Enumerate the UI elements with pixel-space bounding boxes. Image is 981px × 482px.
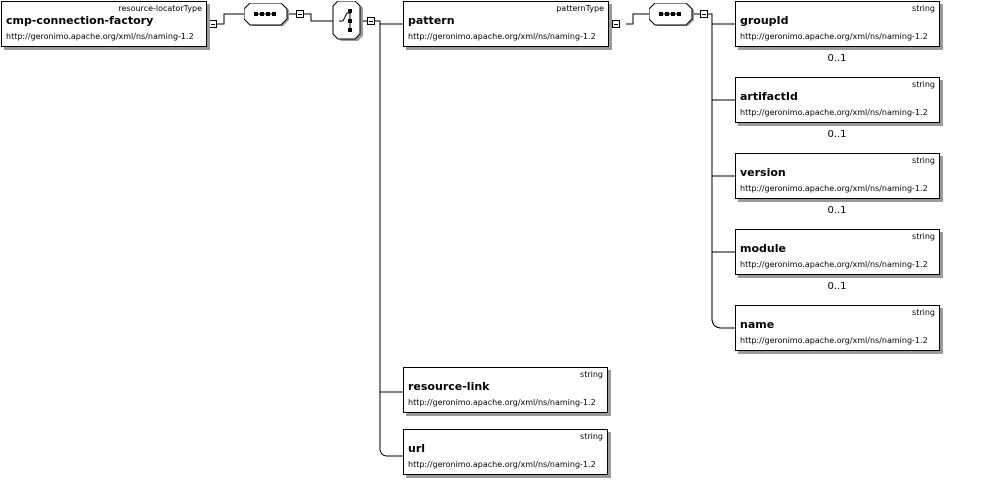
sequence-icon[interactable] xyxy=(244,3,292,27)
element-name: cmp-connection-factory xyxy=(6,14,154,27)
collapse-toggle-icon[interactable] xyxy=(296,10,304,18)
element-type: resource-locatorType xyxy=(118,4,202,13)
choice-icon[interactable] xyxy=(332,1,364,43)
element-namespace: http://geronimo.apache.org/xml/ns/naming… xyxy=(740,184,928,193)
element-type: string xyxy=(912,156,935,165)
element-namespace: http://geronimo.apache.org/xml/ns/naming… xyxy=(740,32,928,41)
element-type: string xyxy=(912,4,935,13)
element-type: patternType xyxy=(556,4,604,13)
element-namespace: http://geronimo.apache.org/xml/ns/naming… xyxy=(408,398,596,407)
sequence-icon[interactable] xyxy=(649,3,697,27)
element-resource-link[interactable]: string resource-link http://geronimo.apa… xyxy=(403,367,608,413)
element-groupid[interactable]: string groupId http://geronimo.apache.or… xyxy=(735,1,940,47)
element-namespace: http://geronimo.apache.org/xml/ns/naming… xyxy=(740,108,928,117)
element-type: string xyxy=(580,432,603,441)
occurrence-label: 0..1 xyxy=(827,205,847,216)
element-name: artifactId xyxy=(740,90,798,103)
element-name: name xyxy=(740,318,775,331)
element-namespace: http://geronimo.apache.org/xml/ns/naming… xyxy=(740,336,928,345)
element-namespace: http://geronimo.apache.org/xml/ns/naming… xyxy=(740,260,928,269)
element-namespace: http://geronimo.apache.org/xml/ns/naming… xyxy=(6,32,194,41)
element-url[interactable]: string url http://geronimo.apache.org/xm… xyxy=(403,429,608,475)
collapse-toggle-icon[interactable] xyxy=(700,10,708,18)
element-namespace: http://geronimo.apache.org/xml/ns/naming… xyxy=(408,460,596,469)
element-version[interactable]: string version http://geronimo.apache.or… xyxy=(735,153,940,199)
element-cmp-connection-factory[interactable]: resource-locatorType cmp-connection-fact… xyxy=(1,1,207,47)
element-name: resource-link xyxy=(408,380,490,393)
occurrence-label: 0..1 xyxy=(827,53,847,64)
element-module[interactable]: string module http://geronimo.apache.org… xyxy=(735,229,940,275)
element-pattern[interactable]: patternType pattern http://geronimo.apac… xyxy=(403,1,609,47)
element-artifactid[interactable]: string artifactId http://geronimo.apache… xyxy=(735,77,940,123)
element-name: pattern xyxy=(408,14,455,27)
element-namespace: http://geronimo.apache.org/xml/ns/naming… xyxy=(408,32,596,41)
element-name: url xyxy=(408,442,426,455)
element-name: module xyxy=(740,242,786,255)
element-name: groupId xyxy=(740,14,789,27)
element-type: string xyxy=(580,370,603,379)
element-name: version xyxy=(740,166,786,179)
collapse-toggle-icon[interactable] xyxy=(612,20,620,28)
element-name-field[interactable]: string name http://geronimo.apache.org/x… xyxy=(735,305,940,351)
occurrence-label: 0..1 xyxy=(827,281,847,292)
collapse-toggle-icon[interactable] xyxy=(367,17,375,25)
collapse-toggle-icon[interactable] xyxy=(209,20,217,28)
element-type: string xyxy=(912,232,935,241)
occurrence-label: 0..1 xyxy=(827,129,847,140)
element-type: string xyxy=(912,308,935,317)
element-type: string xyxy=(912,80,935,89)
